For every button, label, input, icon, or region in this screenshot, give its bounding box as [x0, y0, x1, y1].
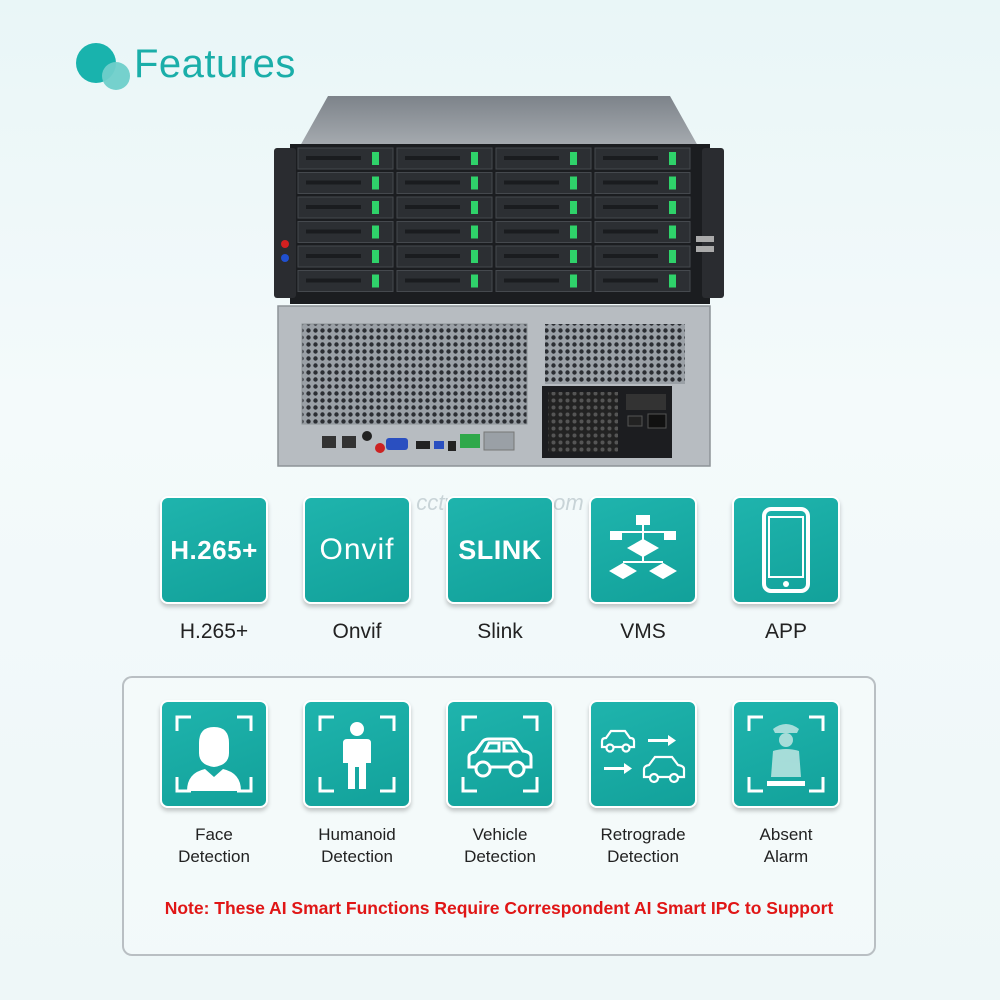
ai-label-vehicle-line2: Detection [464, 847, 536, 866]
feature-tile-slink: SLINK [446, 496, 554, 604]
ai-label-absent-line2: Alarm [763, 847, 809, 866]
ai-label-retrograde-line2: Detection [607, 847, 679, 866]
vehicle-detection-icon [461, 715, 539, 793]
header-dot-small-icon [102, 62, 130, 90]
humanoid-detection-icon [318, 715, 396, 793]
feature-label-app: APP [764, 620, 808, 643]
ai-label-absent-line1: Absent [759, 825, 813, 844]
feature-tile-app [732, 496, 840, 604]
ai-tile-retrograde [589, 700, 697, 808]
ai-tile-vehicle [446, 700, 554, 808]
feature-tile-onvif: Onvif [303, 496, 411, 604]
ai-tile-absent [732, 700, 840, 808]
feature-label-vms: VMS [620, 620, 666, 643]
ai-label-face-line1: Face [195, 825, 233, 844]
page-title: Features [134, 42, 296, 86]
feature-label-slink: Slink [477, 620, 523, 643]
ai-label-retrograde: Retrograde Detection [563, 824, 723, 868]
ai-tile-face [160, 700, 268, 808]
feature-label-onvif: Onvif [332, 620, 382, 643]
ai-label-retrograde-line1: Retrograde [600, 825, 686, 844]
ai-label-humanoid: Humanoid Detection [277, 824, 437, 868]
smartphone-icon [762, 507, 810, 593]
feature-tile-h265: H.265+ [160, 496, 268, 604]
retrograde-detection-icon [600, 729, 686, 784]
ai-tile-humanoid [303, 700, 411, 808]
ai-note: Note: These AI Smart Functions Require C… [164, 898, 834, 918]
tile-text-slink: SLINK [458, 534, 542, 565]
ai-label-vehicle: Vehicle Detection [420, 824, 580, 868]
ai-label-face: Face Detection [134, 824, 294, 868]
tile-text-h265: H.265+ [170, 534, 258, 565]
vms-network-icon [609, 515, 677, 580]
tile-text-onvif: Onvif [319, 533, 395, 566]
nvr-device-image [270, 96, 730, 468]
ai-label-humanoid-line2: Detection [321, 847, 393, 866]
ai-label-vehicle-line1: Vehicle [472, 825, 528, 844]
feature-tile-vms [589, 496, 697, 604]
ai-label-absent: Absent Alarm [706, 824, 866, 868]
face-detection-icon [175, 715, 253, 793]
ai-label-humanoid-line1: Humanoid [318, 825, 396, 844]
absent-alarm-guard-icon [747, 715, 825, 793]
feature-label-h265: H.265+ [179, 620, 249, 643]
section-header: Features [72, 38, 392, 94]
ai-label-face-line2: Detection [178, 847, 250, 866]
